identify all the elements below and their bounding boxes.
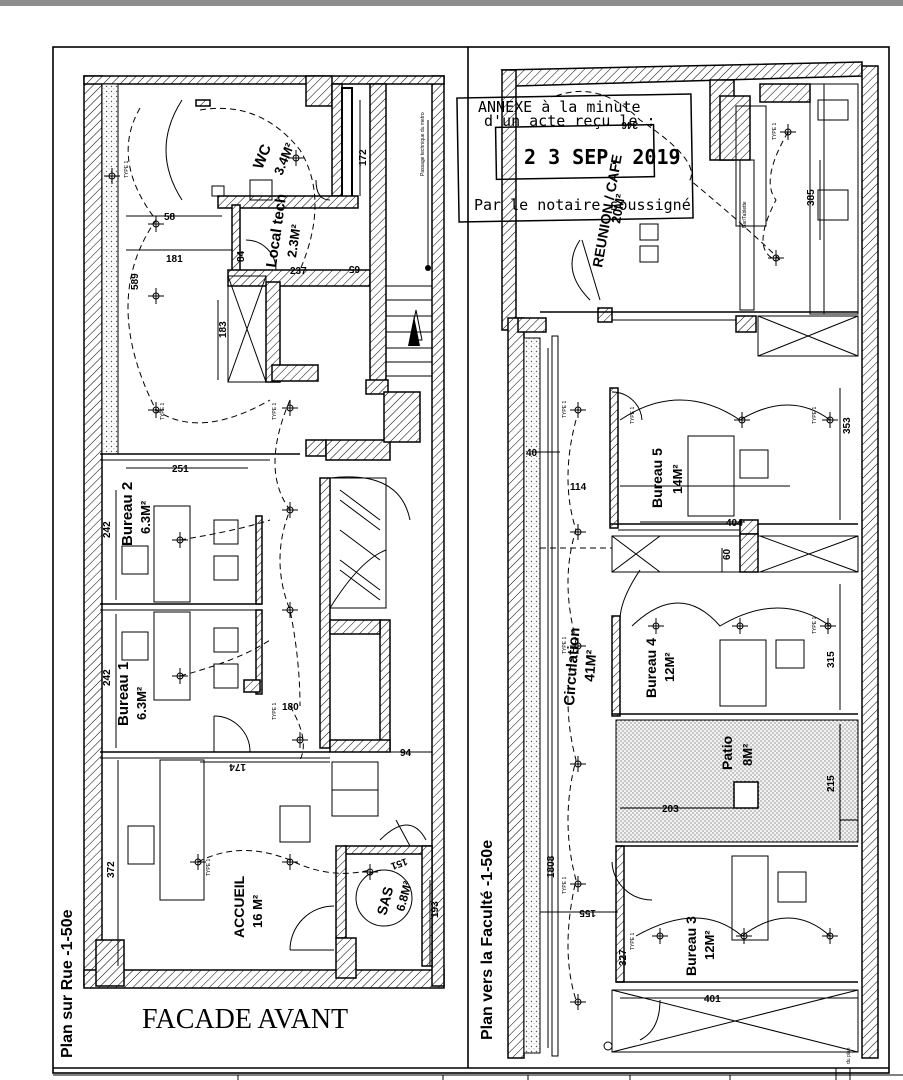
dim-183: 183: [218, 321, 229, 338]
dim-589: 589: [130, 273, 141, 290]
dim-94: 94: [400, 748, 412, 759]
dim-385: 385: [806, 189, 817, 206]
room-name-sas: SAS: [373, 885, 396, 917]
room-area-bureau1: 6.3M²: [134, 686, 149, 720]
metro-note: Passage technique du metro: [420, 112, 426, 176]
fixture-label: TYPE 1: [272, 703, 278, 720]
fixture-label: TYPE 1: [812, 617, 818, 634]
room-area-circulation: 41M²: [581, 649, 599, 682]
room-name-bureau1: Bureau 1: [115, 662, 132, 726]
left-plan: [83, 75, 445, 989]
top-bar: [0, 0, 903, 6]
room-area-accueil: 16 M²: [250, 894, 265, 928]
dim-180: 180: [282, 702, 299, 713]
dim-84: 84: [236, 250, 247, 262]
dim-172: 172: [358, 149, 369, 166]
dim-181: 181: [166, 254, 183, 265]
stamp-line1: ANNEXE à la minute: [478, 98, 641, 116]
fixture-label: TYPE 1: [562, 401, 568, 418]
fixture-label: TYPE 1: [630, 933, 636, 950]
fixture-label: TYPE 1: [562, 637, 568, 654]
facade-title: FACADE AVANT: [142, 1004, 348, 1035]
room-area-reunion: 20M²: [608, 192, 628, 224]
dim-114: 114: [570, 482, 587, 493]
dim-155: 155: [579, 907, 596, 918]
dim-40: 40: [526, 448, 538, 459]
dim-58: 58: [164, 212, 176, 223]
room-area-bureau5: 14M²: [670, 464, 685, 494]
room-name-bureau3: Bureau 3: [683, 916, 699, 976]
room-area-local-tech: 2.3M²: [284, 223, 304, 259]
corner-label: du plan: [846, 1047, 852, 1064]
dim-174: 174: [229, 761, 246, 772]
dim-65: 65: [348, 263, 360, 274]
dim-242-b1: 242: [102, 669, 113, 686]
room-name-bureau2: Bureau 2: [119, 482, 136, 546]
stamp-line2: d'un acte reçu le :: [484, 112, 656, 130]
dim-372: 372: [106, 861, 117, 878]
room-name-wc: WC: [250, 142, 275, 172]
notary-stamp: ANNEXE à la minute d'un acte reçu le : 2…: [456, 93, 694, 223]
stamp-line3: Par le notaire soussigné: [474, 196, 691, 214]
dim-60: 60: [722, 548, 733, 560]
fixture-label: TYPE 1: [562, 877, 568, 894]
fixture-label: TYPE 1: [124, 161, 130, 178]
dim-327: 327: [618, 949, 629, 966]
dim-203: 203: [662, 804, 679, 815]
dim-315: 315: [826, 651, 837, 668]
room-area-bureau2: 6.3M²: [138, 500, 153, 534]
stamp-date: 2 3 SEP. 2019: [524, 145, 681, 169]
fixture-label: TYPE 1: [772, 123, 778, 140]
room-name-bureau5: Bureau 5: [649, 448, 665, 508]
room-name-patio: Patio: [719, 736, 735, 770]
fixture-label: TYPE 1: [272, 403, 278, 420]
fixture-label: TYPE 1: [630, 407, 636, 424]
sheet-frame: [52, 46, 903, 1080]
dim-1808: 1808: [546, 855, 557, 878]
fixture-label: TYPE 1: [812, 407, 818, 424]
dim-242-b2: 242: [102, 521, 113, 538]
dim-151: 151: [389, 855, 409, 871]
room-area-patio: 8M²: [740, 743, 755, 766]
room-name-circulation: Circulation: [561, 627, 583, 706]
room-area-bureau4: 12M²: [662, 652, 677, 682]
dim-237: 237: [290, 266, 307, 277]
dim-251: 251: [172, 464, 189, 475]
right-plan-title: Plan vers la Faculté -1-50e: [479, 840, 496, 1040]
room-area-bureau3: 12M²: [702, 930, 717, 960]
right-plan: [500, 61, 879, 1059]
fixture-label: TYPE 1: [160, 403, 166, 420]
dim-193: 193: [430, 901, 441, 918]
dim-353: 353: [842, 417, 853, 434]
bar-label: Bar/Tablette: [742, 201, 748, 228]
left-plan-title: Plan sur Rue -1-50e: [59, 909, 76, 1058]
dim-401: 401: [704, 994, 721, 1005]
fixture-label: TYPE 1: [206, 859, 212, 876]
dim-404: 404: [726, 518, 743, 529]
dim-215: 215: [826, 775, 837, 792]
room-name-accueil: ACCUEIL: [231, 875, 247, 938]
room-name-bureau4: Bureau 4: [643, 638, 659, 698]
